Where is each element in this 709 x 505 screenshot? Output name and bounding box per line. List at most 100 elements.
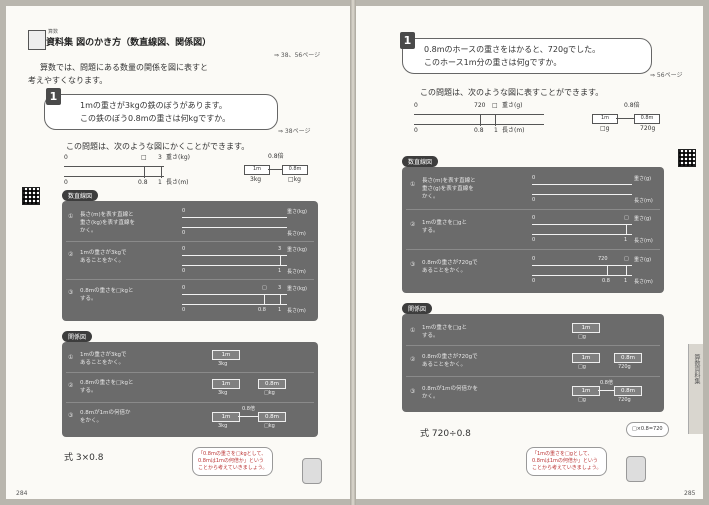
panel1-row3-bottom-unit: 長さ(m)	[634, 279, 653, 285]
diagram-bottom-one: 1	[494, 127, 498, 134]
panel1-row1-length-line	[182, 227, 287, 228]
number-line-tab: 数直線図	[62, 190, 99, 201]
panel2-row3-arrow	[238, 416, 258, 417]
hint-line-2: 0.8mは1mの何倍か」という	[532, 458, 598, 464]
panel2-row3-num: ③	[410, 388, 416, 395]
panel2-row1-text-1: 1mの重さが3kgで	[80, 352, 127, 358]
panel2-divider-1	[66, 372, 314, 373]
panel1-divider-1	[406, 209, 660, 210]
relation-under-1: □g	[600, 125, 610, 132]
mascot-character-icon	[626, 456, 646, 482]
diagram-top-unknown: □	[141, 154, 147, 161]
panel2-row1-text-2: する。	[422, 333, 439, 339]
panel2-row1-text-1: 1mの重さを□gと	[422, 325, 468, 331]
panel1-row2-bottom-0: 0	[182, 268, 186, 274]
relation-diagram-panel: ① 1mの重さを□gと する。 1m □g ② 0.8mの重さが720gで ある…	[402, 314, 664, 412]
diagram-top-unit: 重さ(kg)	[166, 154, 190, 161]
panel1-row1-length-line	[532, 194, 632, 195]
hint-bubble: 「0.8mの重さを□kgとして、 0.8mは1mの何倍か」という ことから考えて…	[192, 447, 274, 476]
panel1-row3-num: ③	[410, 261, 416, 268]
diagram-top-unit: 重さ(g)	[502, 102, 523, 109]
panel1-row3-length-line	[182, 304, 287, 305]
panel1-row3-length-line	[532, 275, 632, 276]
panel1-row3-bottom-0: 0	[532, 278, 536, 284]
panel2-row2-num: ②	[410, 356, 416, 363]
panel2-row3-multiplier: 0.8倍	[600, 380, 613, 386]
panel1-row3-num: ③	[68, 289, 74, 296]
problem-box	[402, 38, 652, 74]
panel1-row3-bottom-0-8: 0.8	[602, 278, 610, 284]
panel2-row2-text-2: あることをかく。	[422, 362, 467, 368]
panel2-row2-under-2: □kg	[264, 390, 275, 396]
page-number: 284	[16, 490, 28, 497]
panel2-row3-box-0-8m: 0.8m	[258, 412, 286, 422]
panel2-row2-num: ②	[68, 382, 74, 389]
diagram-weight-line	[414, 114, 544, 115]
panel1-row3-top-unknown: □	[624, 256, 629, 262]
panel2-divider-2	[66, 402, 314, 403]
panel1-row2-num: ②	[410, 221, 416, 228]
panel1-row1-top-unit: 重さ(g)	[634, 176, 652, 182]
relation-under-2: □kg	[288, 176, 301, 183]
panel2-row2-box-1m: 1m	[212, 379, 240, 389]
diagram-bottom-zero: 0	[414, 127, 418, 134]
panel2-row3-num: ③	[68, 412, 74, 419]
number-line-panel: ① 長さ(m)を表す直線と 重さ(g)を表す直線を かく。 0 重さ(g) 0 …	[402, 167, 664, 293]
side-index-label: 算数資料集	[693, 354, 700, 384]
problem-line-2: この鉄のぼう0.8mの重さは何kgですか。	[80, 114, 231, 123]
panel1-row1-bottom-0: 0	[532, 197, 536, 203]
panel1-row3-bottom-0-8: 0.8	[258, 307, 266, 313]
section-title: 資料集 図のかき方（数直線図、関係図）	[46, 38, 212, 48]
panel2-row2-under-1: 3kg	[218, 390, 228, 396]
panel2-row3-under-2: 720g	[618, 397, 631, 403]
diagram-intro: この問題は、次のような図にかくことができます。	[66, 142, 250, 151]
intro-line-2: 考えやすくなります。	[28, 76, 108, 85]
panel1-row2-bottom-1: 1	[278, 268, 282, 274]
panel1-row3-top-3: 3	[278, 285, 282, 291]
panel2-row2-box-1m: 1m	[572, 353, 600, 363]
panel1-row2-top-unknown: □	[624, 215, 629, 221]
hint-line-3: ことから考えていきましょう。	[198, 465, 268, 471]
panel1-row2-bottom-unit: 長さ(m)	[634, 238, 653, 244]
problem-page-reference: ⇒ 56ページ	[650, 72, 683, 79]
relation-diagram-tab: 関係図	[402, 303, 433, 314]
panel1-row3-text-2: あることをかく。	[422, 268, 467, 274]
qr-code-icon	[22, 187, 40, 205]
panel2-row2-text-1: 0.8mの重さが720gで	[422, 354, 478, 360]
panel1-row1-num: ①	[410, 181, 416, 188]
panel1-row3-top-unit: 重さ(kg)	[287, 286, 307, 292]
panel1-row2-bottom-1: 1	[624, 237, 628, 243]
panel1-row3-top-unit: 重さ(g)	[634, 257, 652, 263]
panel1-row1-weight-line	[182, 217, 287, 218]
panel1-row2-top-unit: 重さ(g)	[634, 216, 652, 222]
panel1-row1-top-0: 0	[532, 175, 536, 181]
panel1-row3-text-2: する。	[80, 296, 97, 302]
panel1-row2-top-unit: 重さ(kg)	[287, 247, 307, 253]
section-page-reference: ⇒ 38、56ページ	[274, 52, 321, 59]
panel2-row3-under-1: 3kg	[218, 423, 228, 429]
problem-number: 1	[46, 88, 61, 105]
panel2-row3-text-1: 0.8mが1mの何倍か	[80, 410, 131, 416]
relation-box-1m: 1m	[244, 165, 270, 175]
relation-box-0-8m: 0.8m	[282, 165, 308, 175]
relation-under-2: 720g	[640, 125, 656, 132]
problem-line-1: 0.8mのホースの重さをはかると、720gでした。	[424, 45, 601, 54]
panel1-divider-2	[406, 249, 660, 250]
hint-line-2: 0.8mは1mの何倍か」という	[198, 458, 264, 464]
panel1-row1-weight-line	[532, 184, 632, 185]
relation-diagram-tab: 関係図	[62, 331, 93, 342]
page-number: 285	[684, 490, 696, 497]
panel1-row2-text-1: 1mの重さを□gと	[422, 220, 468, 226]
problem-page-reference: ⇒ 38ページ	[278, 128, 311, 135]
panel2-row2-box-0-8m: 0.8m	[614, 353, 642, 363]
panel2-row3-box-1m: 1m	[572, 386, 600, 396]
diagram-weight-line	[64, 166, 164, 167]
panel1-row1-top-unit: 重さ(kg)	[287, 209, 307, 215]
problem-box	[44, 94, 278, 130]
formula: 式 3×0.8	[64, 453, 104, 463]
panel1-row3-top-0: 0	[532, 256, 536, 262]
hint-line-1: 「0.8mの重さを□kgとして、	[198, 451, 267, 457]
panel1-row3-top-0: 0	[182, 285, 186, 291]
diagram-length-line	[64, 176, 164, 177]
relation-box-1m: 1m	[592, 114, 618, 124]
